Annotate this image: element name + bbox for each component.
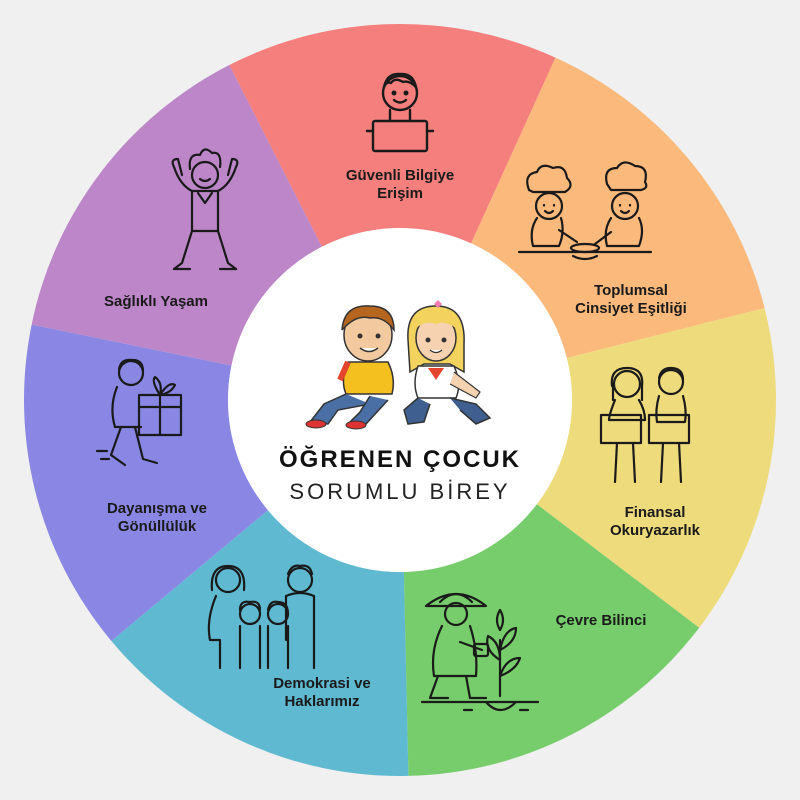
children-sitting-illustration	[305, 300, 492, 430]
label-saglikli: Sağlıklı Yaşam	[104, 293, 208, 310]
gardener-planting-icon	[420, 592, 540, 712]
segment-finansal	[536, 308, 776, 628]
segment-dayanisma	[23, 324, 268, 641]
segment-cevre	[403, 504, 700, 776]
center-circle	[228, 228, 572, 572]
strong-boy-icon	[171, 148, 239, 271]
center-title: ÖĞRENEN ÇOCUK	[278, 446, 522, 473]
children-cooking-icon	[517, 161, 653, 261]
center-subtitle: SORUMLU BİREY	[289, 479, 511, 504]
children-reading-icon	[599, 366, 691, 484]
boy-holding-sign-icon	[365, 72, 435, 153]
segment-guvenli	[229, 24, 556, 247]
family-icon	[207, 564, 316, 670]
label-cevre: Çevre Bilinci	[555, 612, 647, 629]
segment-saglikli	[31, 64, 322, 366]
boy-carrying-gift-icon	[95, 358, 183, 467]
segment-toplumsal	[471, 57, 765, 358]
